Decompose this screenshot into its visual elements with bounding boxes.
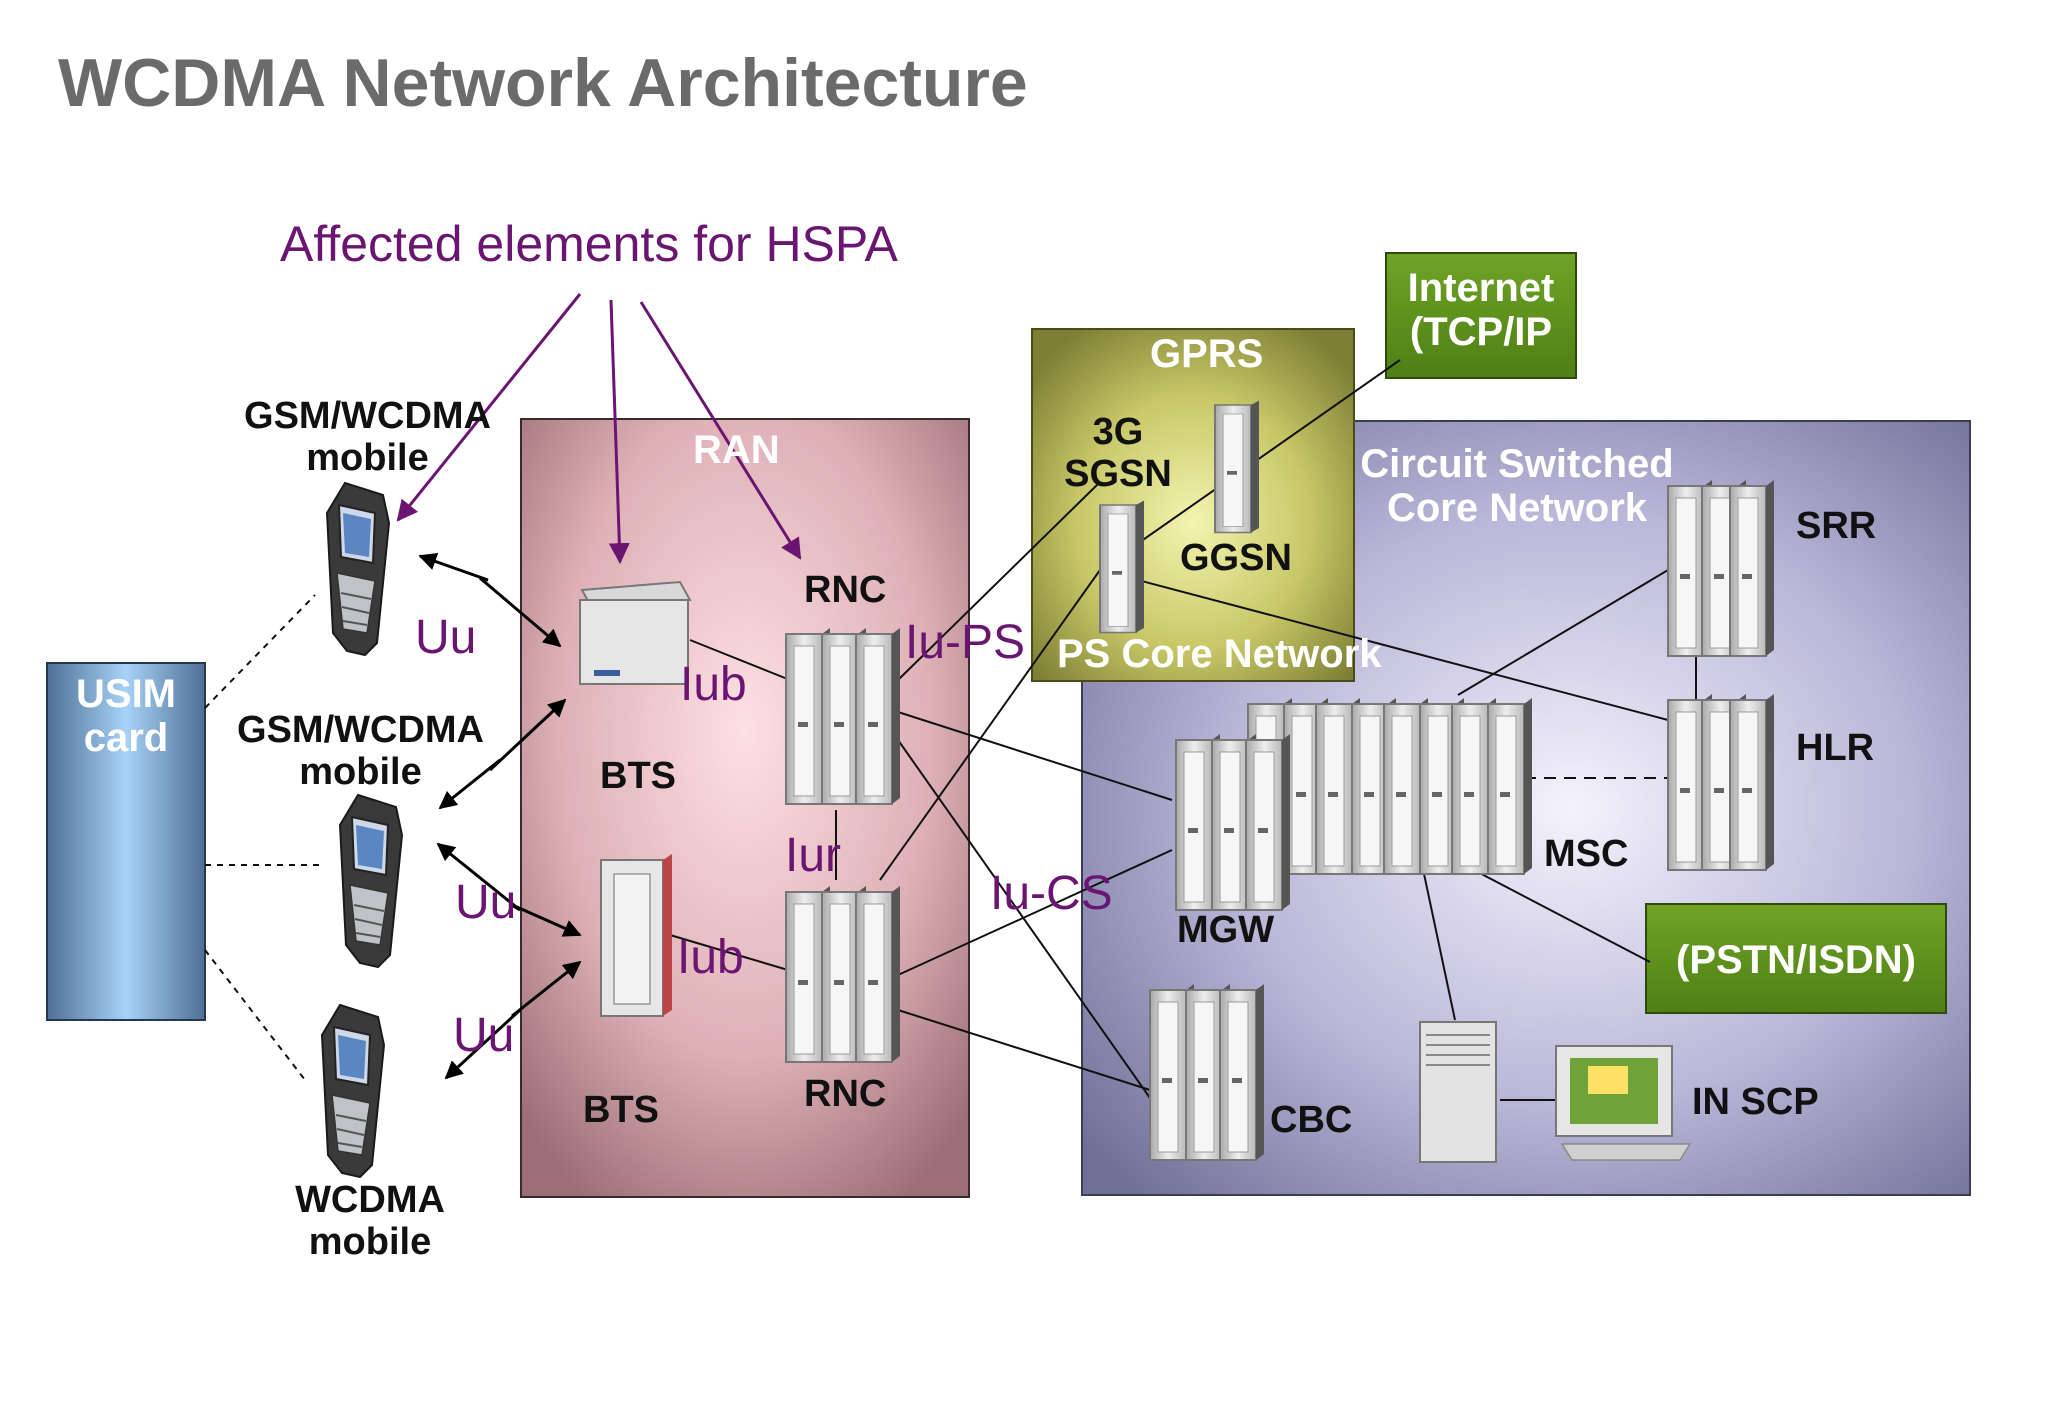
srr-label: SRR [1796,505,1877,547]
rnc-label-1: RNC [804,569,887,611]
mobile-label-2: GSM/WCDMA mobile [237,709,484,793]
page-title: WCDMA Network Architecture [58,45,1028,121]
server-tower-icon [1419,1021,1497,1163]
bts-cabinet-icon-1 [579,580,692,685]
rnc-rack-icon-1 [785,627,901,805]
cs-core-label: Circuit Switched Core Network [1360,442,1674,530]
sgsn-rack-icon [1099,499,1145,634]
bts-label-1: BTS [600,755,676,797]
srr-rack-icon [1667,479,1775,657]
hlr-label: HLR [1796,727,1875,769]
hspa-arrows [396,293,802,565]
usim-card [46,662,206,1021]
internet-box [1385,252,1577,379]
bts-label-2: BTS [583,1089,659,1131]
iu-cs-label: Iu-CS [990,867,1113,920]
msc-label: MSC [1544,833,1629,875]
computer-monitor-icon [1555,1045,1692,1161]
ps-core-label: PS Core Network [1057,632,1382,676]
mobile-phone-icon-3 [321,1004,385,1178]
hspa-annotation: Affected elements for HSPA [280,216,898,272]
rnc-rack-icon-2 [785,885,901,1063]
radio-links [418,552,582,1080]
internet-label: Internet (TCP/IP [1407,266,1555,354]
msc-rack-icon [1247,697,1533,875]
mobile-label-1: GSM/WCDMA mobile [244,395,491,479]
cbc-label: CBC [1270,1099,1353,1141]
mobile-label-3: WCDMA mobile [295,1179,445,1263]
iub-label-2: Iub [677,931,744,984]
mobile-phone-icon-1 [326,482,390,656]
ggsn-rack-icon [1214,399,1260,534]
usim-card-label: USIM card [76,672,176,760]
uu-label-3: Uu [453,1009,515,1062]
mobile-phone-icon-2 [339,794,403,968]
iub-label-1: Iub [680,658,747,711]
bts-cabinet-icon-2 [600,854,672,1017]
hlr-rack-icon [1667,693,1775,871]
sgsn-label: 3G SGSN [1064,411,1172,495]
iu-ps-label: Iu-PS [905,616,1026,669]
uu-label-2: Uu [455,876,517,929]
pstn-label: (PSTN/ISDN) [1676,938,1916,982]
pstn-box [1645,903,1947,1014]
rnc-label-2: RNC [804,1073,887,1115]
cbc-rack-icon [1149,983,1265,1161]
ggsn-label: GGSN [1180,537,1292,579]
ran-region [520,418,970,1198]
ran-label: RAN [693,428,780,472]
gprs-label: GPRS [1150,332,1264,376]
mgw-rack-icon [1175,733,1291,911]
uu-label-1: Uu [415,611,477,664]
mgw-label: MGW [1177,909,1275,951]
connection-lines [204,359,1697,1101]
iur-label: Iur [785,829,842,882]
inscp-label: IN SCP [1692,1081,1819,1123]
